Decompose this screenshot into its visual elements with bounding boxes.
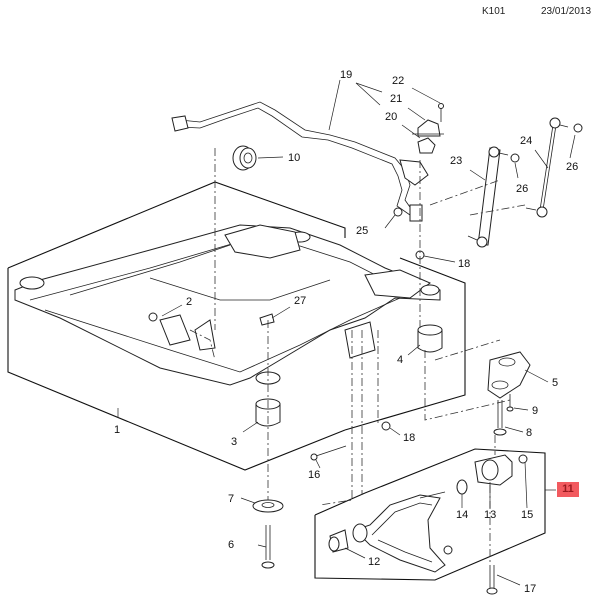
stabilizer-bar[interactable] [171,101,429,222]
callout-26-right[interactable]: 26 [566,161,578,173]
subframe-group-box [7,181,346,269]
nut-25[interactable] [393,207,403,217]
bush-13[interactable] [474,454,513,486]
callout-5[interactable]: 5 [552,377,558,389]
callout-26-left[interactable]: 26 [516,183,528,195]
callout-18-upper[interactable]: 18 [458,258,470,270]
washer-14[interactable] [456,479,468,495]
stabilizer-link-23[interactable] [467,146,509,248]
clamp-21[interactable] [412,119,444,137]
diagram-date: 23/01/2013 [541,6,592,17]
callout-10[interactable]: 10 [288,152,300,164]
control-arm-group-box [314,448,546,581]
callout-9[interactable]: 9 [532,405,538,417]
callout-2[interactable]: 2 [186,296,192,308]
callout-21[interactable]: 21 [390,93,402,105]
subframe-group-box-front [7,268,346,471]
bolt-15[interactable] [518,454,528,464]
nut-18b[interactable] [381,421,391,431]
bolt-9[interactable] [506,394,514,412]
bush-20[interactable] [417,137,436,154]
callout-4[interactable]: 4 [397,354,403,366]
callout-16[interactable]: 16 [308,469,320,481]
callout-20[interactable]: 20 [385,111,397,123]
callout-27[interactable]: 27 [294,295,306,307]
callout-12[interactable]: 12 [368,556,380,568]
subframe[interactable] [14,224,441,386]
callout-24[interactable]: 24 [520,135,532,147]
nut-26b[interactable] [573,123,583,133]
leader-lines [117,79,576,586]
assembly-lines [189,148,526,565]
bolt-16[interactable] [310,445,347,461]
callout-8[interactable]: 8 [526,427,532,439]
bolt-22[interactable] [438,103,444,123]
callout-19[interactable]: 19 [340,69,352,81]
stabilizer-link-24[interactable] [525,117,569,218]
callout-17[interactable]: 17 [524,583,536,595]
callout-3[interactable]: 3 [231,436,237,448]
bolt-17[interactable] [486,565,498,595]
callout-13[interactable]: 13 [484,509,496,521]
bush-4[interactable] [417,324,443,353]
bush-10[interactable] [232,145,257,171]
callout-7[interactable]: 7 [228,493,234,505]
callout-25[interactable]: 25 [356,225,368,237]
callout-18-lower[interactable]: 18 [403,432,415,444]
bush-12[interactable] [328,529,349,553]
callout-15[interactable]: 15 [521,509,533,521]
washer-7[interactable] [252,499,284,513]
callout-14[interactable]: 14 [456,509,468,521]
diagram-code: K101 [482,6,506,17]
bolt-8[interactable] [493,400,507,436]
bolt-6[interactable] [261,525,275,569]
nut-2[interactable] [148,312,158,322]
callout-1[interactable]: 1 [114,424,120,436]
callouts: 1 2 3 4 5 6 7 8 9 10 12 13 14 15 16 17 1… [114,69,578,595]
nut-26a[interactable] [510,153,520,163]
lower-control-arm[interactable] [352,491,453,573]
callout-11-highlighted[interactable]: 11 [557,482,579,497]
clip-27[interactable] [259,313,275,326]
callout-23[interactable]: 23 [450,155,462,167]
callout-6[interactable]: 6 [228,539,234,551]
bracket-5[interactable] [487,351,531,399]
callout-22[interactable]: 22 [392,75,404,87]
